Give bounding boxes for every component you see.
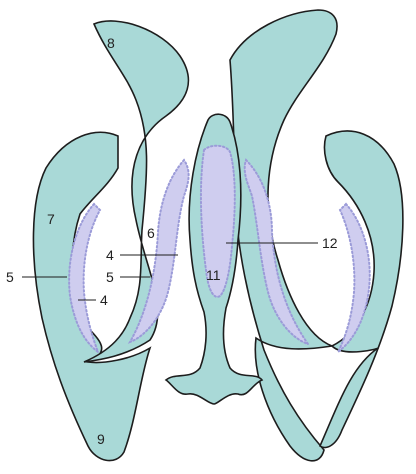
label-4-upper: 4 <box>106 247 114 263</box>
label-5-outer: 5 <box>6 269 14 285</box>
label-5-mid: 5 <box>106 269 114 285</box>
label-9: 9 <box>97 431 105 447</box>
label-6: 6 <box>147 225 155 241</box>
label-8: 8 <box>107 35 115 51</box>
label-4-lower: 4 <box>100 292 108 308</box>
label-11: 11 <box>206 267 221 283</box>
label-7: 7 <box>47 211 55 227</box>
label-12: 12 <box>322 235 338 251</box>
